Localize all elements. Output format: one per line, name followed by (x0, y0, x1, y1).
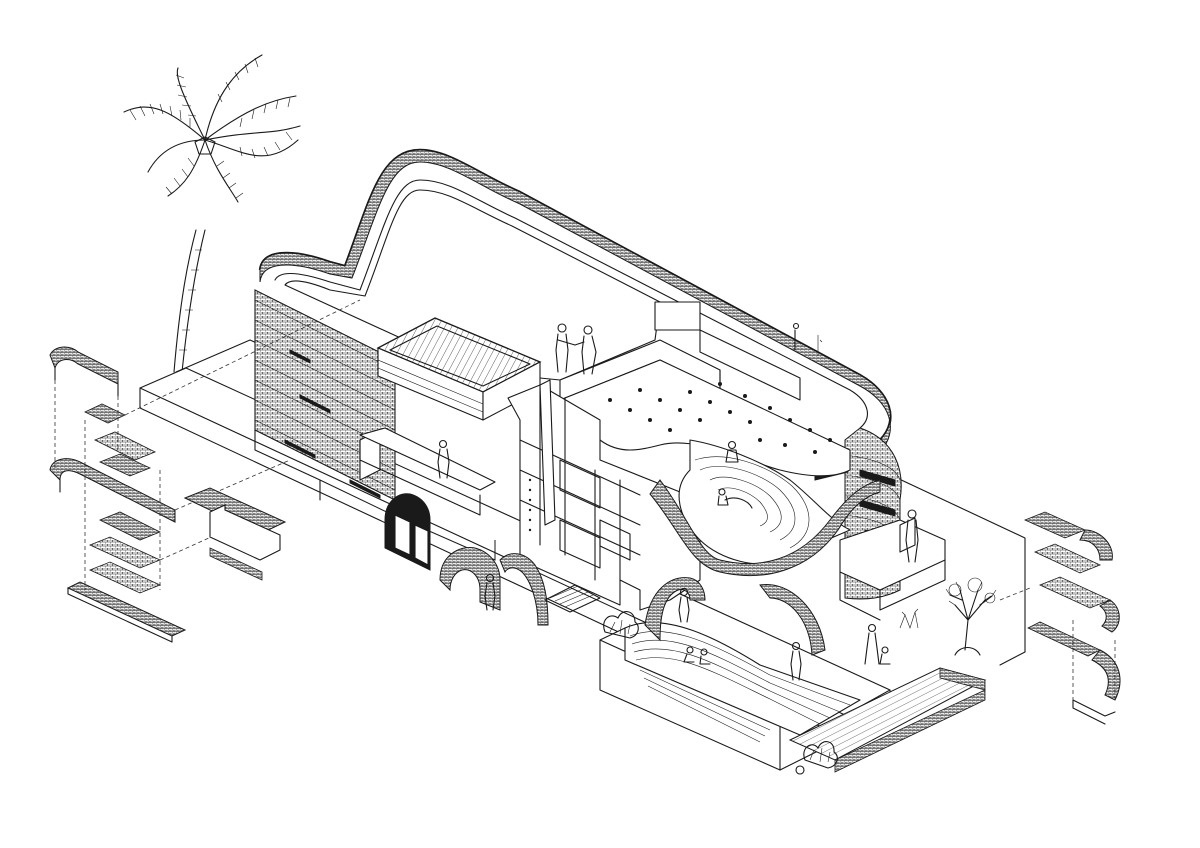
figure-arch (484, 573, 496, 611)
shrub-entrance (603, 611, 639, 639)
figure-pair-roof (555, 323, 597, 375)
arched-entrances (384, 493, 826, 656)
figure-balcony (437, 439, 450, 479)
figure-walking (864, 623, 891, 665)
exploded-brick-details-left (49, 299, 361, 643)
figure-steps (790, 641, 802, 681)
exploded-brick-details-right (999, 511, 1121, 725)
human-figures (437, 322, 919, 681)
figure-amphitheatre-top (725, 440, 739, 463)
figure-seated (717, 488, 729, 506)
right-wing (839, 517, 946, 621)
figure-right-standing (905, 509, 919, 563)
shrub-front (795, 741, 838, 775)
figure-center (678, 587, 690, 623)
roof-pavilion (359, 317, 542, 516)
roof-terrace (284, 189, 851, 477)
amphitheatre-seating (649, 439, 881, 577)
tree-right (945, 577, 997, 656)
section-frame (507, 379, 701, 611)
figure-seated-pair (683, 646, 711, 665)
palm-tree (123, 54, 301, 373)
shrubs-and-plants (603, 577, 997, 775)
figure-thin-roof (792, 322, 823, 356)
shrub-small (899, 608, 919, 629)
